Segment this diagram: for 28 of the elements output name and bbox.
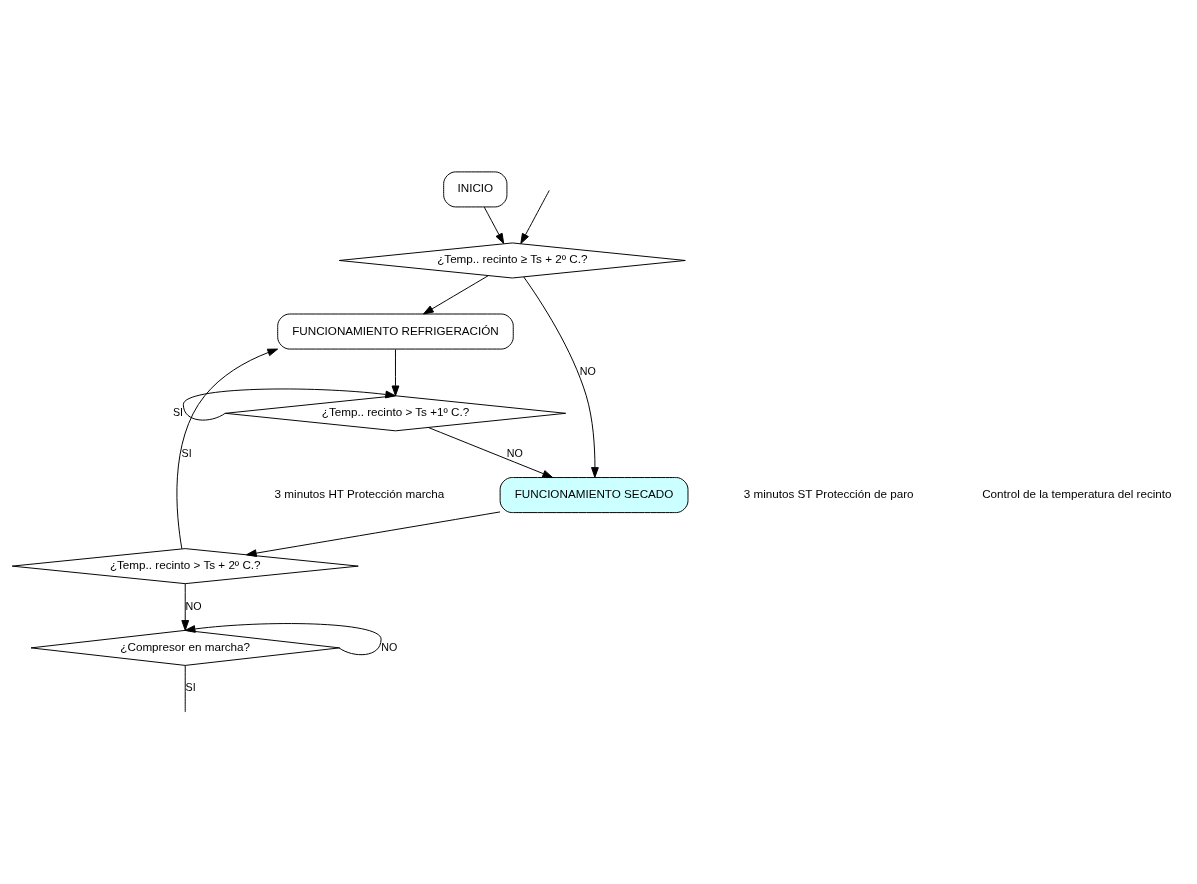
edge-label: NO bbox=[579, 364, 596, 377]
node-box: FUNCIONAMIENTO SECADO bbox=[499, 476, 689, 513]
node-box: FUNCIONAMIENTO REFRIGERACIÓN bbox=[277, 313, 514, 350]
arrow bbox=[520, 189, 550, 244]
label: 3 minutos HT Protección marcha bbox=[274, 486, 445, 500]
arrow bbox=[176, 348, 279, 549]
edge-label: NO bbox=[381, 640, 398, 653]
arrow bbox=[184, 622, 382, 655]
label: Control de la temperatura del recinto bbox=[982, 486, 1172, 500]
node-diamond: ¿Temp.. recinto > Ts +1º C.? bbox=[224, 394, 567, 431]
arrow bbox=[483, 206, 505, 244]
arrow bbox=[246, 510, 501, 557]
edge-label: NO bbox=[185, 599, 202, 612]
node-box: INICIO bbox=[443, 170, 508, 207]
arrow bbox=[391, 348, 400, 396]
edge-label: NO bbox=[506, 446, 523, 459]
connector bbox=[184, 664, 186, 713]
arrow bbox=[181, 583, 190, 631]
edge-label: SI bbox=[181, 446, 192, 459]
arrow bbox=[523, 276, 599, 478]
node-diamond: ¿Compresor en marcha? bbox=[30, 629, 340, 666]
node-diamond: ¿Temp.. recinto ≥ Ts + 2º C.? bbox=[338, 241, 686, 278]
label: 3 minutos ST Protección de paro bbox=[743, 486, 914, 500]
arrow bbox=[427, 426, 554, 478]
arrow bbox=[423, 274, 489, 314]
edge-label: SI bbox=[185, 681, 196, 693]
arrow bbox=[182, 388, 396, 421]
edge-label: SI bbox=[172, 405, 184, 418]
